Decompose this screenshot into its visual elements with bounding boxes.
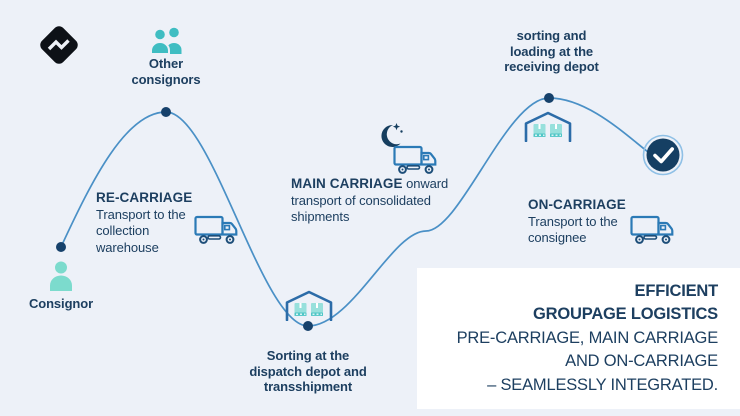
step-main-carriage: MAIN CARRIAGE onward transport of consol…: [291, 176, 449, 226]
truck-icon: [393, 145, 437, 174]
label-consignor: Consignor: [28, 296, 94, 311]
waypoint-dot-consignor: [56, 242, 66, 252]
infobox-line: PRE-CARRIAGE, MAIN CARRIAGE: [456, 328, 719, 347]
pre-carriage-desc: Transport to the collection warehouse: [96, 206, 186, 255]
step-pre-carriage: RE-CARRIAGE Transport to the collection …: [96, 190, 208, 256]
on-carriage-desc: Transport to the consignee: [528, 213, 618, 246]
people-icon: [150, 27, 182, 54]
person-icon: [50, 261, 72, 291]
infobox-line: GROUPAGE LOGISTICS: [533, 305, 718, 324]
label-other-consignors: Other consignors: [131, 56, 201, 87]
headline-infobox: EFFICIENT GROUPAGE LOGISTICS PRE-CARRIAG…: [417, 268, 740, 409]
main-carriage-desc: onward transport of consolidated shipmen…: [291, 176, 449, 224]
step-on-carriage: ON-CARRIAGE Transport to the consignee: [528, 197, 640, 247]
waypoint-dot-receiving-depot: [544, 93, 554, 103]
infobox-line: AND ON-CARRIAGE: [565, 352, 718, 371]
truck-icon: [630, 215, 674, 244]
brand-diamond-logo: [40, 26, 78, 64]
infobox-line: – SEAMLESSLY INTEGRATED.: [487, 375, 718, 394]
main-carriage-title: MAIN CARRIAGE: [291, 176, 403, 191]
infobox-line: EFFICIENT: [634, 281, 719, 300]
waypoint-dot-dispatch-depot: [303, 321, 313, 331]
warehouse-icon: [285, 290, 333, 321]
moon-stars-icon: [381, 123, 403, 147]
warehouse-icon: [524, 111, 572, 142]
waypoint-dot-other-consignors: [161, 107, 171, 117]
checkmark-icon: [642, 134, 684, 176]
pre-carriage-title: RE-CARRIAGE: [96, 190, 193, 205]
label-dispatch-depot: Sorting at the dispatch depot and transs…: [249, 348, 367, 394]
truck-icon: [194, 215, 238, 244]
label-receiving-depot: sorting and loading at the receiving dep…: [504, 28, 599, 74]
on-carriage-title: ON-CARRIAGE: [528, 197, 626, 212]
